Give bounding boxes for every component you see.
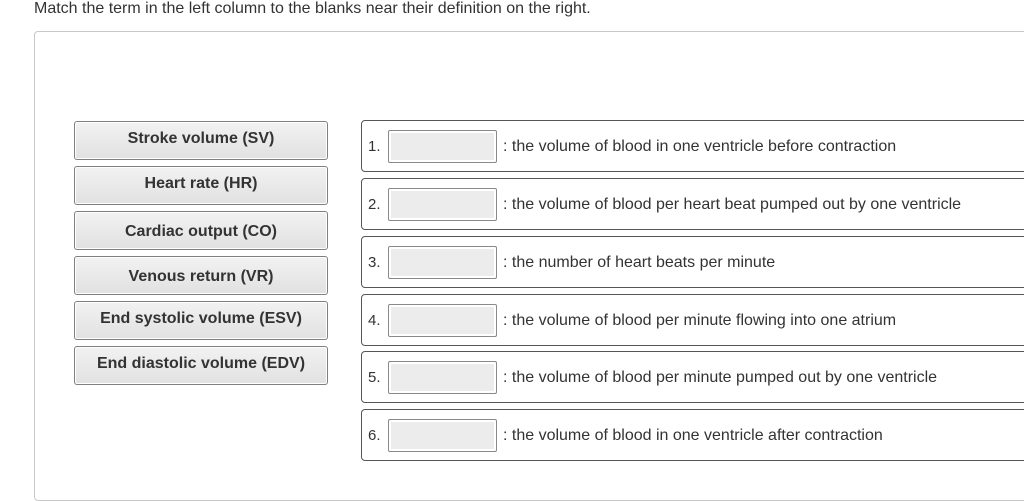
definition-row-3: 3. : the number of heart beats per minut…	[361, 236, 1024, 288]
definition-number: 6.	[368, 427, 381, 444]
definition-row-2: 2. : the volume of blood per heart beat …	[361, 178, 1024, 230]
term-label: End diastolic volume (EDV)	[96, 355, 306, 372]
answer-drop-zone-2[interactable]	[388, 188, 497, 221]
term-label: Venous return (VR)	[128, 268, 274, 285]
term-heart-rate[interactable]: Heart rate (HR)	[74, 166, 328, 205]
term-end-diastolic-volume[interactable]: End diastolic volume (EDV)	[74, 346, 328, 385]
definition-number: 3.	[368, 254, 381, 271]
definition-number: 1.	[368, 138, 381, 155]
definition-row-5: 5. : the volume of blood per minute pump…	[361, 351, 1024, 403]
term-end-systolic-volume[interactable]: End systolic volume (ESV)	[74, 301, 328, 340]
definition-number: 2.	[368, 196, 381, 213]
answer-drop-zone-5[interactable]	[388, 361, 497, 394]
term-cardiac-output[interactable]: Cardiac output (CO)	[74, 211, 328, 250]
instructions-text: Match the term in the left column to the…	[34, 0, 591, 17]
answer-drop-zone-4[interactable]	[388, 304, 497, 337]
term-label: End systolic volume (ESV)	[100, 310, 302, 327]
term-label: Cardiac output (CO)	[125, 223, 277, 240]
definition-text: : the number of heart beats per minute	[503, 254, 776, 271]
term-label: Heart rate (HR)	[144, 175, 258, 192]
term-venous-return[interactable]: Venous return (VR)	[74, 256, 328, 295]
definition-row-6: 6. : the volume of blood in one ventricl…	[361, 409, 1024, 461]
definition-text: : the volume of blood per heart beat pum…	[503, 196, 962, 213]
answer-drop-zone-6[interactable]	[388, 419, 497, 452]
term-stroke-volume[interactable]: Stroke volume (SV)	[74, 121, 328, 160]
definition-text: : the volume of blood in one ventricle a…	[503, 427, 883, 444]
term-label: Stroke volume (SV)	[127, 130, 275, 147]
definition-text: : the volume of blood per minute flowing…	[503, 312, 897, 329]
definition-row-1: 1. : the volume of blood in one ventricl…	[361, 120, 1024, 172]
answer-drop-zone-1[interactable]	[388, 130, 497, 163]
definition-text: : the volume of blood in one ventricle b…	[503, 138, 897, 155]
definition-row-4: 4. : the volume of blood per minute flow…	[361, 294, 1024, 346]
definition-number: 4.	[368, 312, 381, 329]
answer-drop-zone-3[interactable]	[388, 246, 497, 279]
definition-number: 5.	[368, 369, 381, 386]
definition-text: : the volume of blood per minute pumped …	[503, 369, 938, 386]
